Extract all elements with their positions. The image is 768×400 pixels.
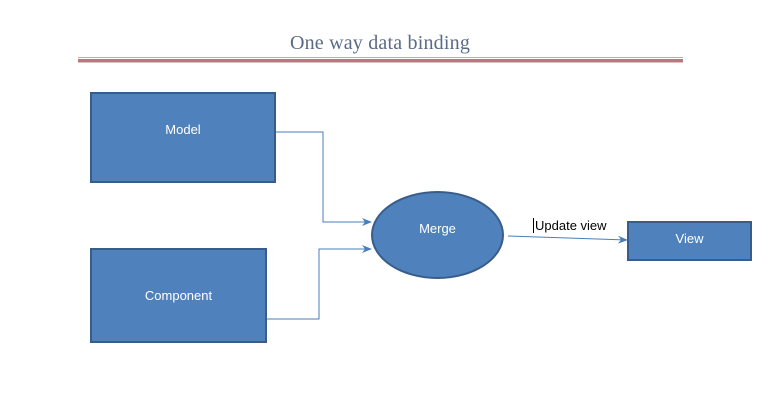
component-node: Component (90, 248, 267, 343)
update-view-edge-label: Update view (533, 218, 607, 233)
connector-merge-to-view (507, 235, 628, 244)
title-underline-top (78, 57, 683, 58)
title-underline (78, 59, 683, 62)
model-node-label: Model (165, 122, 201, 137)
view-node-label: View (675, 230, 704, 246)
connector-component-to-merge (267, 245, 372, 320)
component-node-label: Component (144, 288, 213, 303)
title-underline-bottom (78, 62, 683, 63)
view-node: View (627, 221, 752, 261)
model-node: Model (90, 92, 276, 183)
connector-model-to-merge (276, 131, 372, 226)
merge-node: Merge (371, 191, 504, 279)
diagram-title: One way data binding (289, 32, 471, 54)
merge-node-label: Merge (419, 220, 456, 236)
